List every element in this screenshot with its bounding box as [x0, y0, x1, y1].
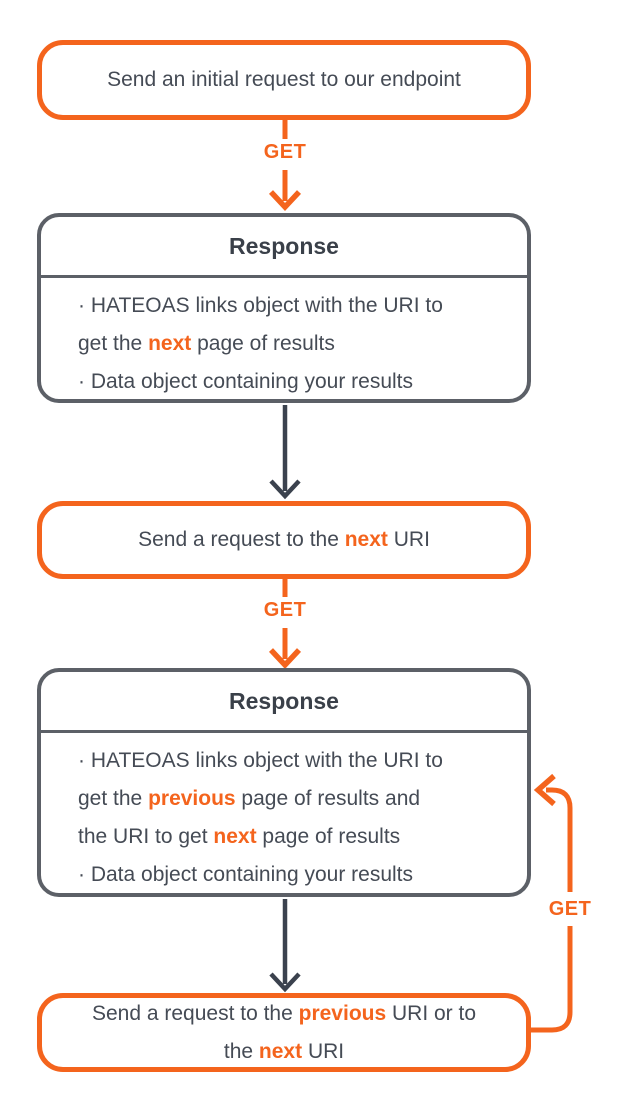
get-arrow-2-head [268, 648, 302, 670]
node-request-next: Send a request to the next URI [37, 501, 531, 579]
node-response-2: Response · HATEOAS links object with the… [37, 668, 531, 897]
node-request-prev-or-next-line: Send a request to the previous URI or to [91, 1001, 477, 1025]
loop-arrow-head [533, 773, 556, 807]
node-request-next-label: Send a request to the next URI [138, 528, 430, 551]
response-1-body: · HATEOAS links object with the URI to g… [41, 278, 527, 399]
get-method-label-1: GET [261, 140, 309, 165]
response-1-title: Response [41, 217, 527, 278]
node-initial-request-label: Send an initial request to our endpoint [107, 68, 461, 91]
node-request-prev-or-next: Send a request to the previous URI or to… [37, 993, 531, 1072]
node-initial-request: Send an initial request to our endpoint [37, 40, 531, 120]
response-1-line: · HATEOAS links object with the URI to [78, 294, 443, 317]
response-2-line: the URI to get next page of results [78, 825, 401, 848]
get-method-label-3: GET [546, 897, 594, 922]
node-request-prev-or-next-line: the next URI [223, 1039, 345, 1063]
get-arrow-1-head [268, 190, 302, 212]
response-2-line: · Data object containing your results [78, 863, 414, 886]
response-1-line: · Data object containing your results [78, 370, 414, 393]
loop-arrow-upper-path [546, 787, 573, 892]
node-response-1: Response · HATEOAS links object with the… [37, 213, 531, 403]
response-2-title: Response [41, 672, 527, 733]
response-2-body: · HATEOAS links object with the URI to g… [41, 733, 527, 893]
get-method-label-2: GET [261, 598, 309, 623]
response-2-line: get the previous page of results and [78, 787, 421, 810]
response-1-line: get the next page of results [78, 332, 335, 355]
response-arrow-2-head [269, 972, 301, 993]
response-2-line: · HATEOAS links object with the URI to [78, 749, 443, 772]
loop-arrow-lower-path [530, 926, 573, 1033]
response-arrow-1-head [269, 479, 301, 500]
